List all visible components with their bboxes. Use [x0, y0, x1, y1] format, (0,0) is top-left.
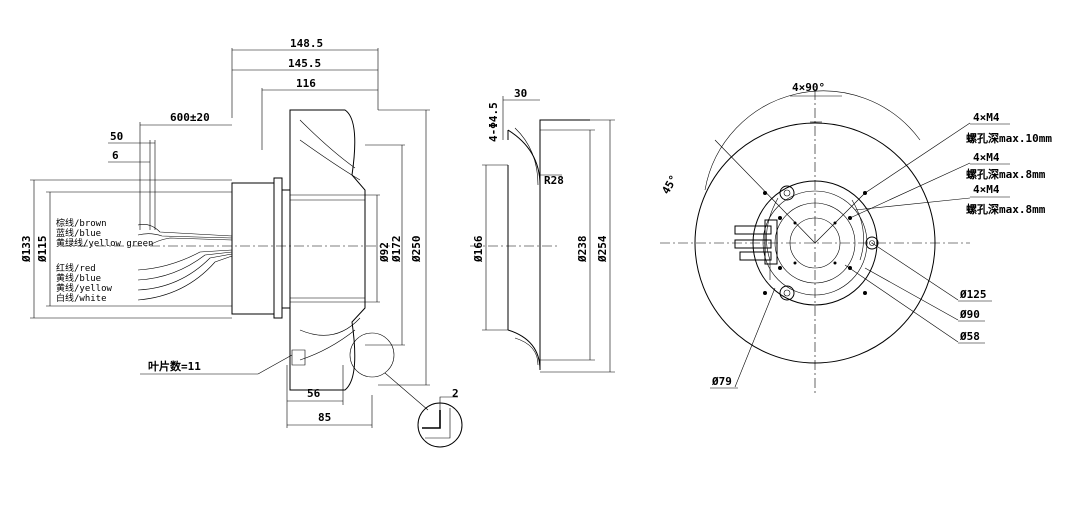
- dim-d254: Ø254: [596, 235, 609, 263]
- hole-depth-2: 螺孔深max.8mm: [966, 167, 1046, 181]
- dim-d92: Ø92: [378, 242, 391, 263]
- dim-d250: Ø250: [410, 236, 423, 264]
- dim-600: 600±20: [170, 111, 210, 124]
- dim-d90: Ø90: [959, 308, 980, 321]
- wire-label-3: 黄绿线/yellow green: [56, 237, 153, 249]
- dim-d172: Ø172: [390, 236, 403, 264]
- blade-count-label: 叶片数=11: [148, 359, 201, 373]
- dim-d125: Ø125: [959, 288, 987, 301]
- hole-thread-3: 4×M4: [973, 183, 1000, 196]
- dim-56: 56: [307, 387, 321, 400]
- dim-6: 6: [112, 149, 119, 162]
- dim-d79: Ø79: [711, 375, 732, 388]
- wire-label-7: 白线/white: [56, 292, 107, 304]
- hole-thread-1: 4×M4: [973, 111, 1000, 124]
- wire-label-4: 红线/red: [56, 262, 96, 274]
- dim-r28: R28: [544, 174, 564, 187]
- ring-view: 30 4-Φ4.5 R28 Ø166 Ø238 Ø254: [470, 87, 615, 373]
- dim-116: 116: [296, 77, 316, 90]
- front-view: 4×90° 45°: [659, 81, 1052, 395]
- dim-148-5: 148.5: [290, 37, 323, 50]
- wire-label-6: 黄线/yellow: [56, 282, 113, 294]
- side-view: 148.5 145.5 116 600±20 50 6 Ø133 Ø115 棕线…: [20, 37, 463, 448]
- angle-4x90: 4×90°: [792, 81, 825, 94]
- dim-4-d4-5: 4-Φ4.5: [487, 102, 500, 142]
- dim-d115: Ø115: [36, 236, 49, 264]
- wire-label-5: 黄线/blue: [56, 272, 101, 284]
- dim-2: 2: [452, 387, 459, 400]
- dim-d133: Ø133: [20, 236, 33, 264]
- dim-50: 50: [110, 130, 123, 143]
- dim-d166: Ø166: [472, 235, 485, 263]
- hole-depth-1: 螺孔深max.10mm: [966, 131, 1052, 145]
- hole-depth-3: 螺孔深max.8mm: [966, 202, 1046, 216]
- dim-d58: Ø58: [959, 330, 980, 343]
- dim-145-5: 145.5: [288, 57, 321, 70]
- hole-thread-2: 4×M4: [973, 151, 1000, 164]
- angle-45: 45°: [659, 173, 680, 197]
- dim-85: 85: [318, 411, 331, 424]
- dim-d238: Ø238: [576, 236, 589, 264]
- wire-label-2: 蓝线/blue: [56, 227, 101, 239]
- dim-30: 30: [514, 87, 527, 100]
- wire-label-1: 棕线/brown: [56, 217, 107, 229]
